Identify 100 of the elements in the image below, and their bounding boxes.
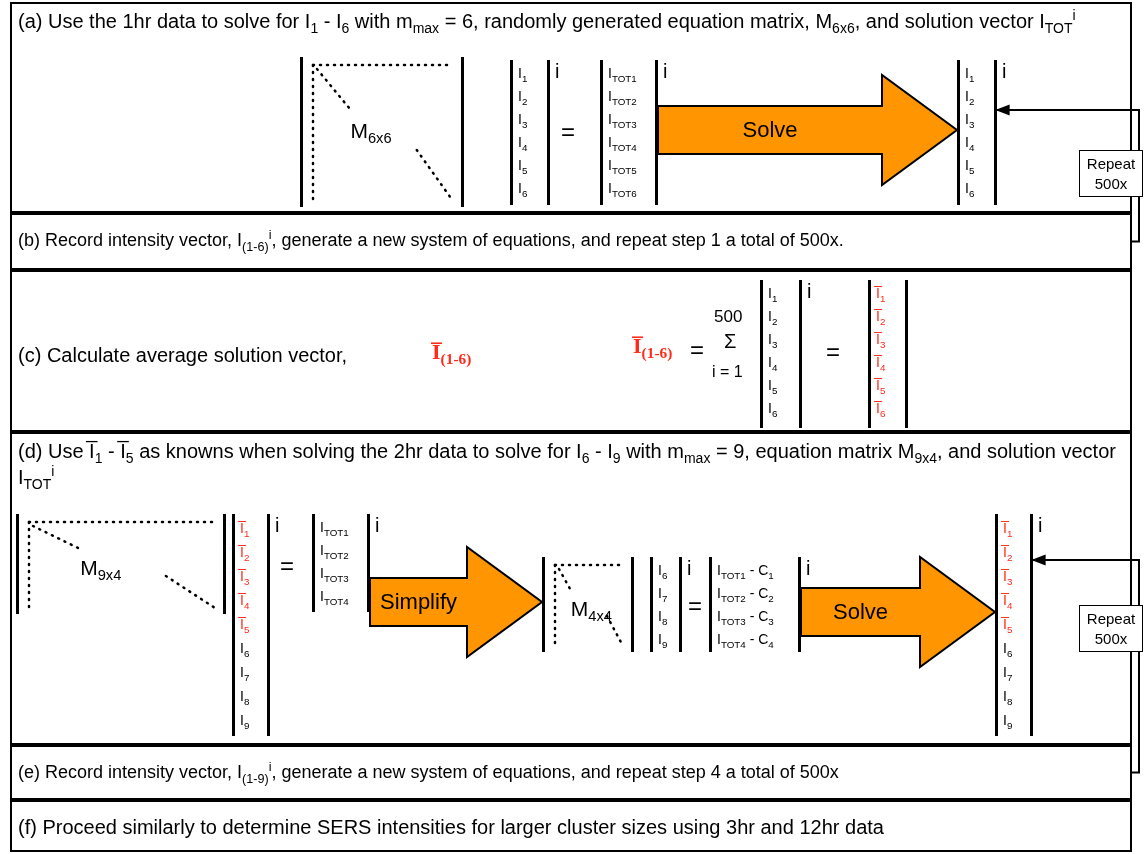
vector-entry: I$_{TOT3}$ - C$_{3}$: [716, 607, 775, 628]
step-text: (e) Record intensity vector, I$_{(1-9)}$$^{i}$, generate a new system of equations, and repeat step 4 a total of 500x: [18, 761, 839, 785]
equals-sign: =: [688, 591, 702, 621]
vector-bracket: [650, 557, 682, 652]
vector-bracket: [510, 60, 550, 205]
vector-entry: I$_{5}$: [517, 156, 529, 177]
superscript-index: i: [1002, 60, 1007, 82]
vector-entry: I$_{6}$: [239, 639, 251, 660]
vector-entry: I$_{6}$: [1002, 639, 1014, 660]
vector-entry: I$_{8}$: [239, 687, 251, 708]
vector-entry: I$_{3}$: [517, 110, 529, 131]
sum-limit: 500: [714, 306, 743, 328]
vector-bracket: [957, 60, 997, 205]
vector-entry: I$_{3}$: [964, 110, 976, 131]
vector-entry: I$_{1}$: [517, 64, 529, 85]
repeat-label: Repeat 500x: [1079, 605, 1143, 652]
vector-entry: I$_{2}$: [964, 87, 976, 108]
step-panel: [10, 270, 1132, 432]
vector-entry: I$_{9}$: [1002, 711, 1014, 732]
superscript-index: i: [1038, 514, 1043, 536]
vector-bracket: [312, 514, 370, 612]
equals-sign: =: [280, 551, 294, 581]
superscript-index: i: [275, 514, 280, 536]
vector-entry: I$_{TOT4}$ - C$_{4}$: [716, 630, 775, 651]
matrix-label: M$_{6x6}$: [350, 118, 392, 145]
vector-entry: I$_{6}$: [964, 179, 976, 200]
vector-entry: I̅$_{2}$: [237, 543, 251, 564]
vector-entry: I̅$_{1}$: [1000, 519, 1014, 540]
vector-entry: I̅$_{1}$: [237, 519, 251, 540]
superscript-index: i: [687, 557, 692, 579]
vector-entry: I$_{4}$: [767, 353, 779, 374]
vector-entry: I$_{TOT4}$: [607, 133, 638, 154]
vector-entry: I̅$_{4}$: [873, 353, 887, 374]
superscript-index: i: [807, 280, 812, 302]
step-text: (f) Proceed similarly to determine SERS intensities for larger cluster sizes using 3hr and 12hr data: [18, 815, 884, 840]
equals-sign: =: [826, 337, 840, 367]
arrow-label: Simplify: [380, 589, 457, 615]
vector-entry: I$_{5}$: [767, 376, 779, 397]
arrow-label: Solve: [833, 599, 888, 625]
vector-entry: I̅$_{6}$: [873, 399, 887, 420]
vector-entry: I$_{7}$: [1002, 663, 1014, 684]
vector-entry: I$_{8}$: [657, 607, 669, 628]
vector-entry: I$_{TOT6}$: [607, 179, 638, 200]
vector-entry: I$_{2}$: [517, 87, 529, 108]
vector-entry: I$_{9}$: [657, 630, 669, 651]
matrix-label: M$_{4x4}$: [570, 596, 612, 623]
vector-entry: I$_{5}$: [964, 156, 976, 177]
arrow-label: Solve: [742, 117, 798, 143]
vector-bracket: [600, 60, 658, 205]
sum-symbol: Σ: [724, 329, 737, 354]
vector-entry: I̅$_{3}$: [237, 567, 251, 588]
vector-entry: I̅$_{5}$: [873, 376, 887, 397]
vector-entry: I$_{TOT2}$: [319, 541, 350, 562]
vector-entry: I̅$_{5}$: [237, 615, 251, 636]
vector-entry: I$_{1}$: [964, 64, 976, 85]
vector-entry: I$_{TOT5}$: [607, 156, 638, 177]
block-arrow: [369, 545, 544, 659]
vector-bracket: [868, 280, 908, 428]
matrix-label: M$_{9x4}$: [80, 555, 122, 582]
vector-entry: I$_{TOT1}$: [319, 518, 350, 539]
vector-entry: I$_{7}$: [239, 663, 251, 684]
sum-index: i = 1: [712, 362, 743, 382]
block-arrow: [800, 555, 997, 669]
vector-entry: I̅$_{5}$: [1000, 615, 1014, 636]
superscript-index: i: [663, 60, 668, 82]
vector-bracket: [709, 557, 801, 652]
vector-bracket: [760, 280, 802, 428]
vector-entry: I̅$_{4}$: [1000, 591, 1014, 612]
vector-entry: I$_{6}$: [517, 179, 529, 200]
vector-entry: I$_{TOT1}$: [607, 64, 638, 85]
superscript-index: i: [375, 514, 380, 536]
step-panel: [10, 745, 1132, 800]
vector-entry: I$_{TOT1}$ - C$_{1}$: [716, 561, 775, 582]
vector-entry: I$_{4}$: [964, 133, 976, 154]
vector-entry: I$_{TOT3}$: [607, 110, 638, 131]
vector-entry: I$_{1}$: [767, 284, 779, 305]
step-text: (b) Record intensity vector, I$_{(1-6)}$$^{i}$, generate a new system of equations, and repeat step 1 a total of 500x.: [18, 229, 844, 253]
vector-entry: I$_{TOT3}$: [319, 564, 350, 585]
vector-entry: I$_{TOT4}$: [319, 587, 350, 608]
vector-entry: I$_{3}$: [767, 330, 779, 351]
vector-entry: I$_{6}$: [767, 399, 779, 420]
vector-entry: I$_{9}$: [239, 711, 251, 732]
block-arrow: [657, 73, 959, 187]
vector-entry: I$_{8}$: [1002, 687, 1014, 708]
vector-entry: I$_{6}$: [657, 561, 669, 582]
vector-bracket: [232, 514, 270, 736]
step-text: (c) Calculate average solution vector,: [18, 343, 348, 368]
step-panel: [10, 213, 1132, 270]
vector-bracket: [995, 514, 1033, 736]
vector-entry: I$_{7}$: [657, 584, 669, 605]
superscript-index: i: [806, 557, 811, 579]
vector-entry: I̅$_{1}$: [873, 284, 887, 305]
vector-entry: I$_{TOT2}$ - C$_{2}$: [716, 584, 775, 605]
vector-entry: I̅$_{3}$: [873, 330, 887, 351]
vector-symbol: I̅$_{(1-6)}$: [633, 332, 673, 361]
equals-sign: =: [690, 335, 704, 365]
superscript-index: i: [555, 60, 560, 82]
step-panel: [10, 800, 1132, 852]
vector-entry: I$_{4}$: [517, 133, 529, 154]
vector-entry: I̅$_{4}$: [237, 591, 251, 612]
